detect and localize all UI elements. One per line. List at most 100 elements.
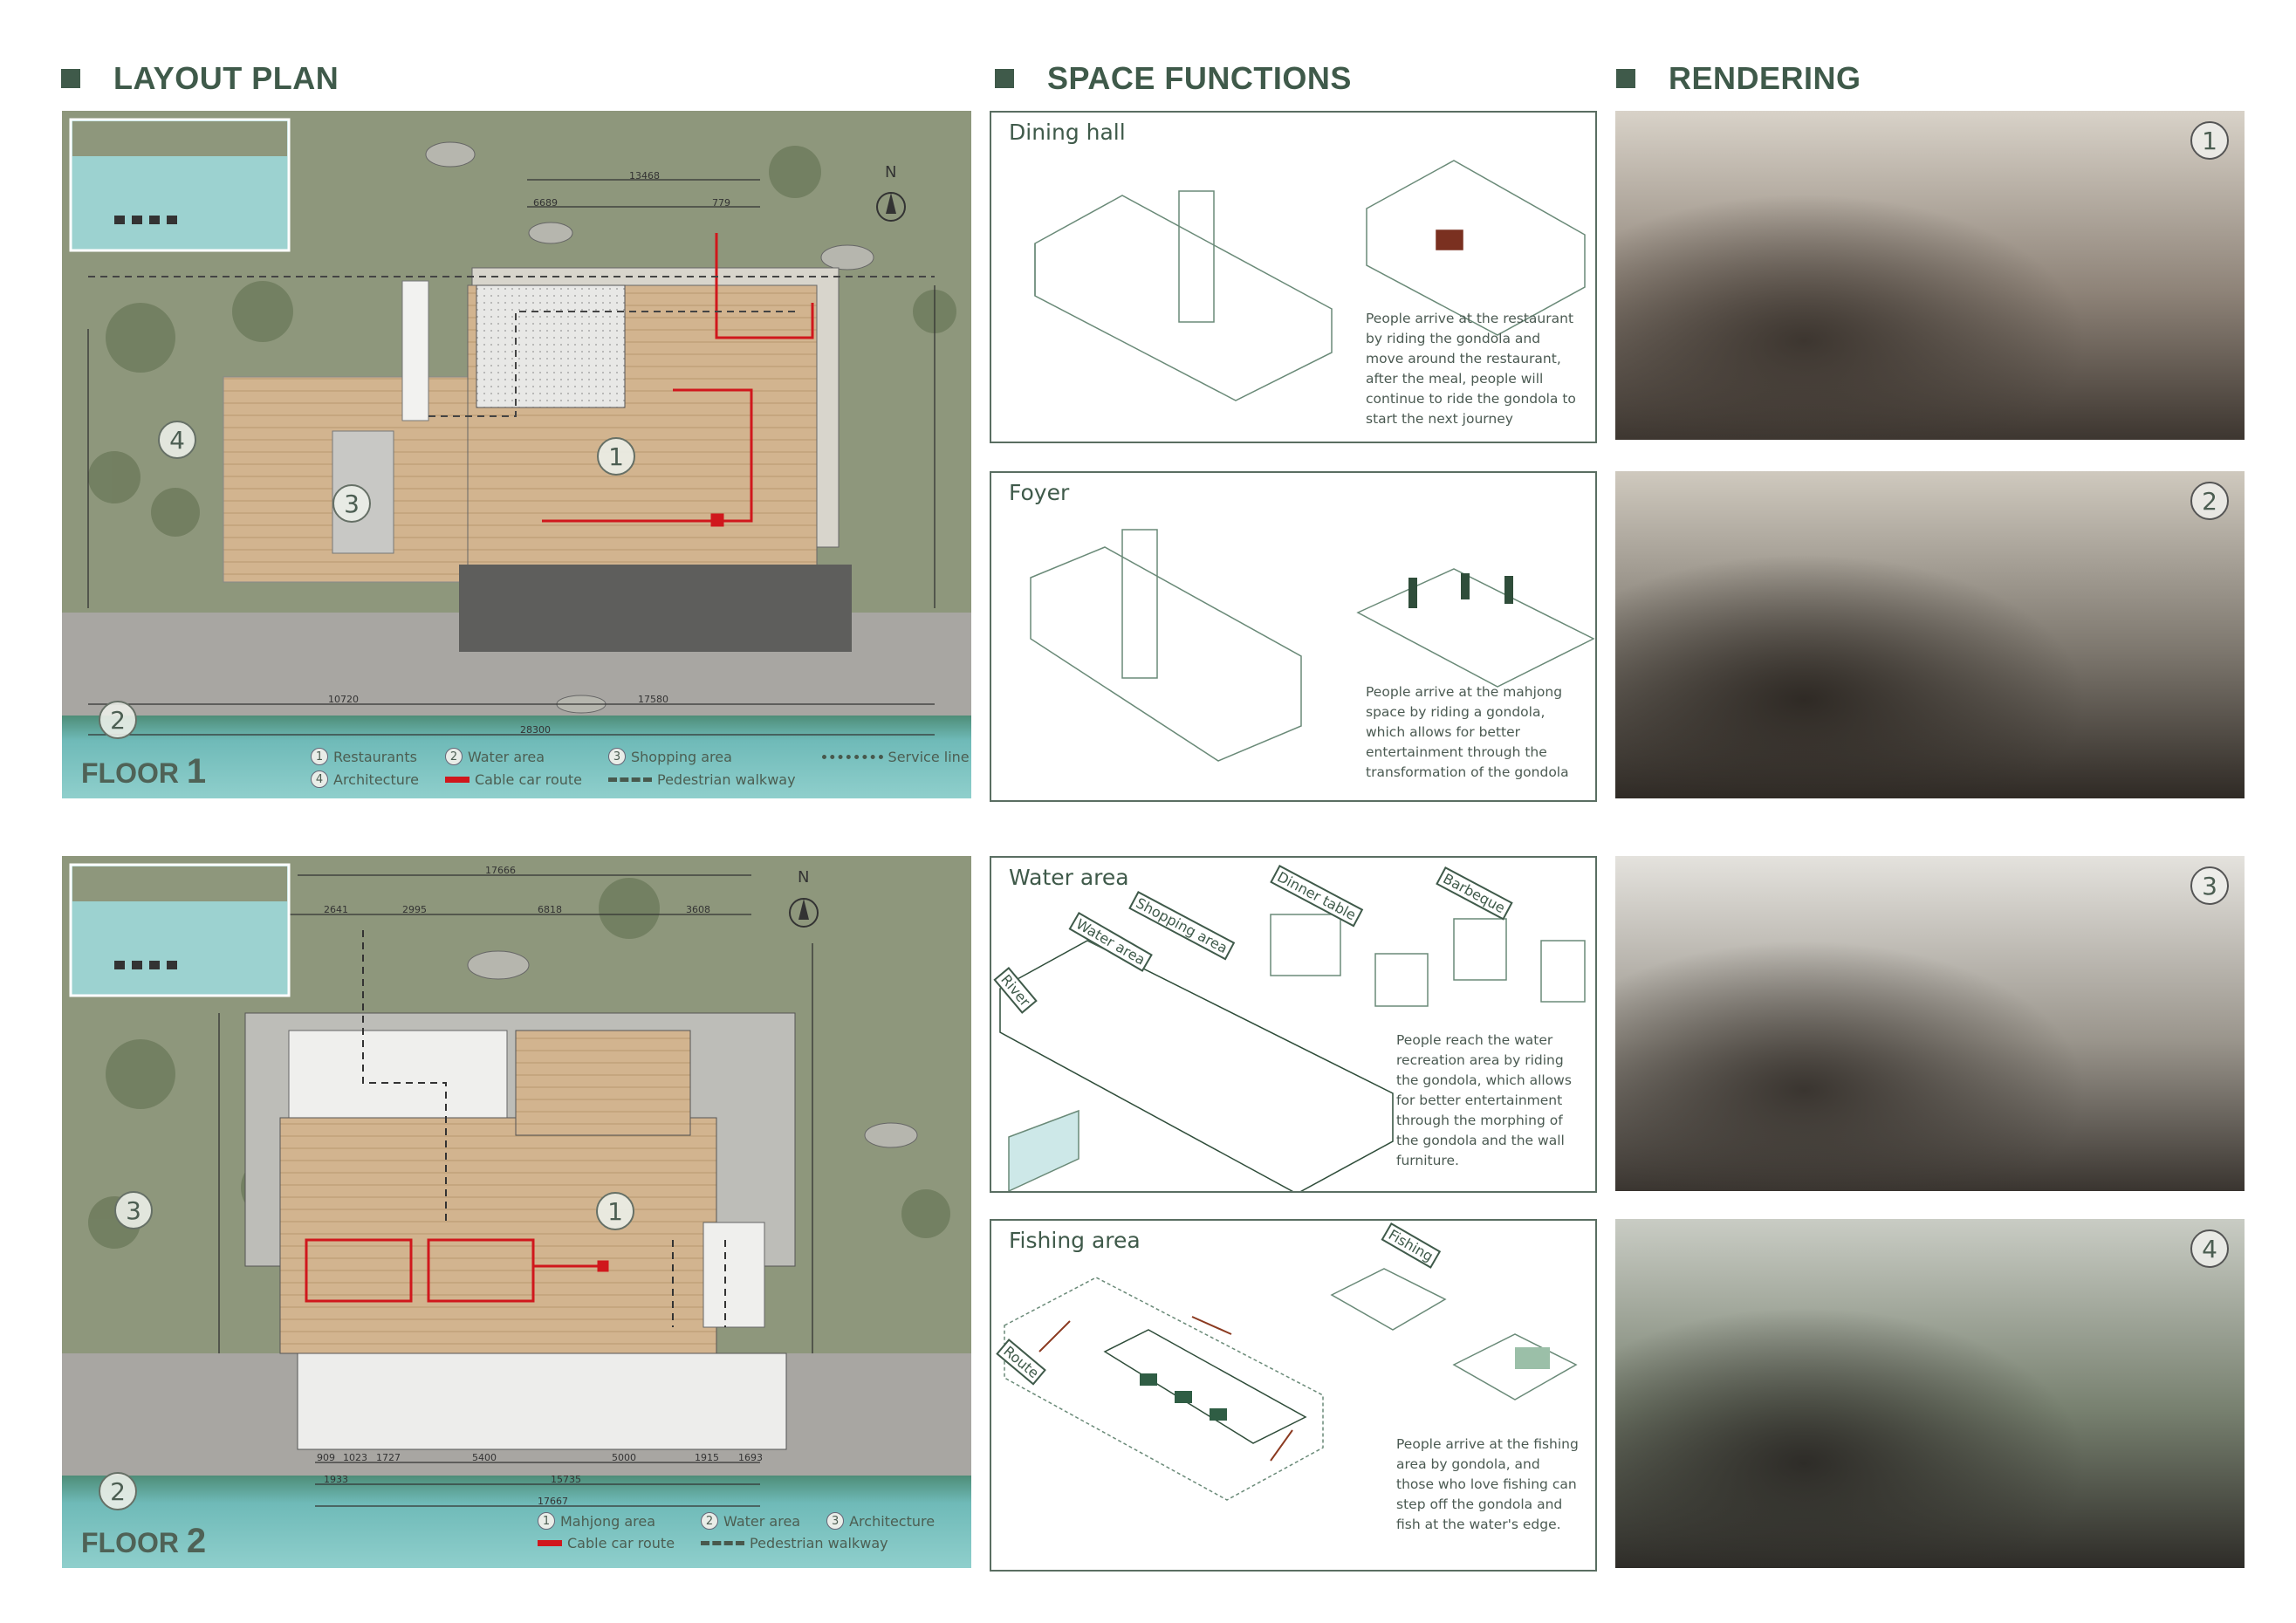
floor-label: FLOOR 2 xyxy=(81,1522,207,1560)
section-header-rendering: RENDERING xyxy=(1616,58,1861,99)
legend-item: Pedestrian walkway xyxy=(701,1535,935,1551)
dimension-label: 2641 xyxy=(324,904,348,915)
function-title: Water area xyxy=(1009,865,1129,890)
dark-roof xyxy=(459,565,852,652)
section-header-space-functions: SPACE FUNCTIONS xyxy=(995,58,1352,99)
plan-marker: 3 xyxy=(114,1191,153,1229)
floor-label: FLOOR 1 xyxy=(81,752,207,791)
rendering-number: 4 xyxy=(2190,1229,2229,1268)
dimension-label: 15735 xyxy=(551,1474,581,1485)
mahjong-floor xyxy=(279,1117,717,1354)
dimension-label: 1727 xyxy=(376,1452,401,1463)
dimension-label: 1933 xyxy=(324,1474,348,1485)
section-title: LAYOUT PLAN xyxy=(113,60,339,96)
function-title: Foyer xyxy=(1009,480,1070,505)
dimension-label: 3608 xyxy=(686,904,710,915)
dimension-label: 909 xyxy=(317,1452,335,1463)
function-description: People reach the water recreation area b… xyxy=(1396,1032,1572,1168)
square-bullet-icon xyxy=(61,69,80,88)
roof-grid xyxy=(476,284,626,408)
dimension-label: 1023 xyxy=(343,1452,367,1463)
river xyxy=(62,1476,971,1568)
section-title: SPACE FUNCTIONS xyxy=(1047,60,1352,96)
function-panel-foyer: Foyer People arrive at the mahjong space… xyxy=(990,471,1597,802)
dimension-label: 6689 xyxy=(533,197,558,209)
plan-marker: 1 xyxy=(597,437,635,476)
section-title: RENDERING xyxy=(1669,60,1861,96)
plan-marker: 2 xyxy=(99,1472,137,1510)
dimension-label: 5400 xyxy=(472,1452,497,1463)
plan-marker: 2 xyxy=(99,701,137,739)
north-arrow-icon xyxy=(789,898,819,928)
cable-car-route xyxy=(305,1238,609,1303)
dimension-label: 13468 xyxy=(629,170,660,181)
plan-marker: 1 xyxy=(596,1192,634,1230)
pedestrian-walkway xyxy=(362,930,726,1327)
dimension-label: 17666 xyxy=(485,865,516,876)
section-header-layout-plan: LAYOUT PLAN xyxy=(61,58,339,99)
rendering-4-fishing-area: 4 xyxy=(1615,1219,2245,1568)
fishing-area-axonometric xyxy=(1004,1268,1578,1501)
function-panel-water-area: Water area River Water area Shopping are… xyxy=(990,856,1597,1193)
square-bullet-icon xyxy=(1616,69,1635,88)
plan-marker: 4 xyxy=(158,421,196,459)
pedestrian-walkway xyxy=(88,276,935,417)
legend-item: Pedestrian walkway xyxy=(608,771,796,788)
wall xyxy=(401,280,429,421)
dimension-label: 10720 xyxy=(328,694,359,705)
dimension-lines xyxy=(218,874,813,1507)
dimension-label: 5000 xyxy=(612,1452,636,1463)
rendering-1-dining-hall: 1 xyxy=(1615,111,2245,440)
cable-car-route xyxy=(542,233,814,527)
rocks xyxy=(425,141,874,714)
trees xyxy=(88,146,956,537)
water-area-axonometric xyxy=(999,914,1586,1191)
river xyxy=(62,716,971,798)
dimension-label: 1693 xyxy=(738,1452,763,1463)
upper-room xyxy=(515,1030,691,1136)
square-bullet-icon xyxy=(995,69,1014,88)
dimension-label: 2995 xyxy=(402,904,427,915)
rendering-number: 2 xyxy=(2190,482,2229,520)
function-panel-fishing-area: Fishing area Route Fishing People arrive… xyxy=(990,1219,1597,1572)
dimension-label: 17580 xyxy=(638,694,668,705)
legend-item: Cable car route xyxy=(444,771,582,788)
dimension-lines xyxy=(87,179,936,736)
dimension-label: 779 xyxy=(712,197,730,209)
legend-item: Cable car route xyxy=(538,1535,675,1551)
function-description: People arrive at the mahjong space by ri… xyxy=(1366,684,1569,780)
dimension-label: 17667 xyxy=(538,1496,568,1507)
north-label: N xyxy=(798,868,810,887)
dimension-label: 6818 xyxy=(538,904,562,915)
floor1-plan-drawing xyxy=(62,118,971,798)
rendering-number: 1 xyxy=(2190,121,2229,160)
plan-marker: 3 xyxy=(332,484,371,523)
function-title: Dining hall xyxy=(1009,120,1126,145)
function-title: Fishing area xyxy=(1009,1228,1141,1253)
dimension-label: 1915 xyxy=(695,1452,719,1463)
dimension-label: 28300 xyxy=(520,724,551,736)
north-label: N xyxy=(885,163,897,181)
function-description: People arrive at the fishing area by gon… xyxy=(1396,1436,1579,1532)
rendering-number: 3 xyxy=(2190,866,2229,905)
north-arrow-icon xyxy=(876,192,906,222)
terrace xyxy=(297,1352,787,1450)
dining-hall-axonometric xyxy=(1034,160,1586,401)
function-description: People arrive at the restaurant by ridin… xyxy=(1366,311,1576,427)
legend-item: Service line xyxy=(821,749,970,765)
rocks xyxy=(467,950,918,1148)
walkway-ramp xyxy=(288,1030,508,1119)
function-panel-dining-hall: Dining hall People arrive at the restaur… xyxy=(990,111,1597,443)
rendering-3-water-area: 3 xyxy=(1615,856,2245,1191)
foyer-axonometric xyxy=(1030,529,1595,762)
floor2-plan: 17666 2641 2995 6818 3608 909 1023 1727 … xyxy=(62,856,971,1568)
